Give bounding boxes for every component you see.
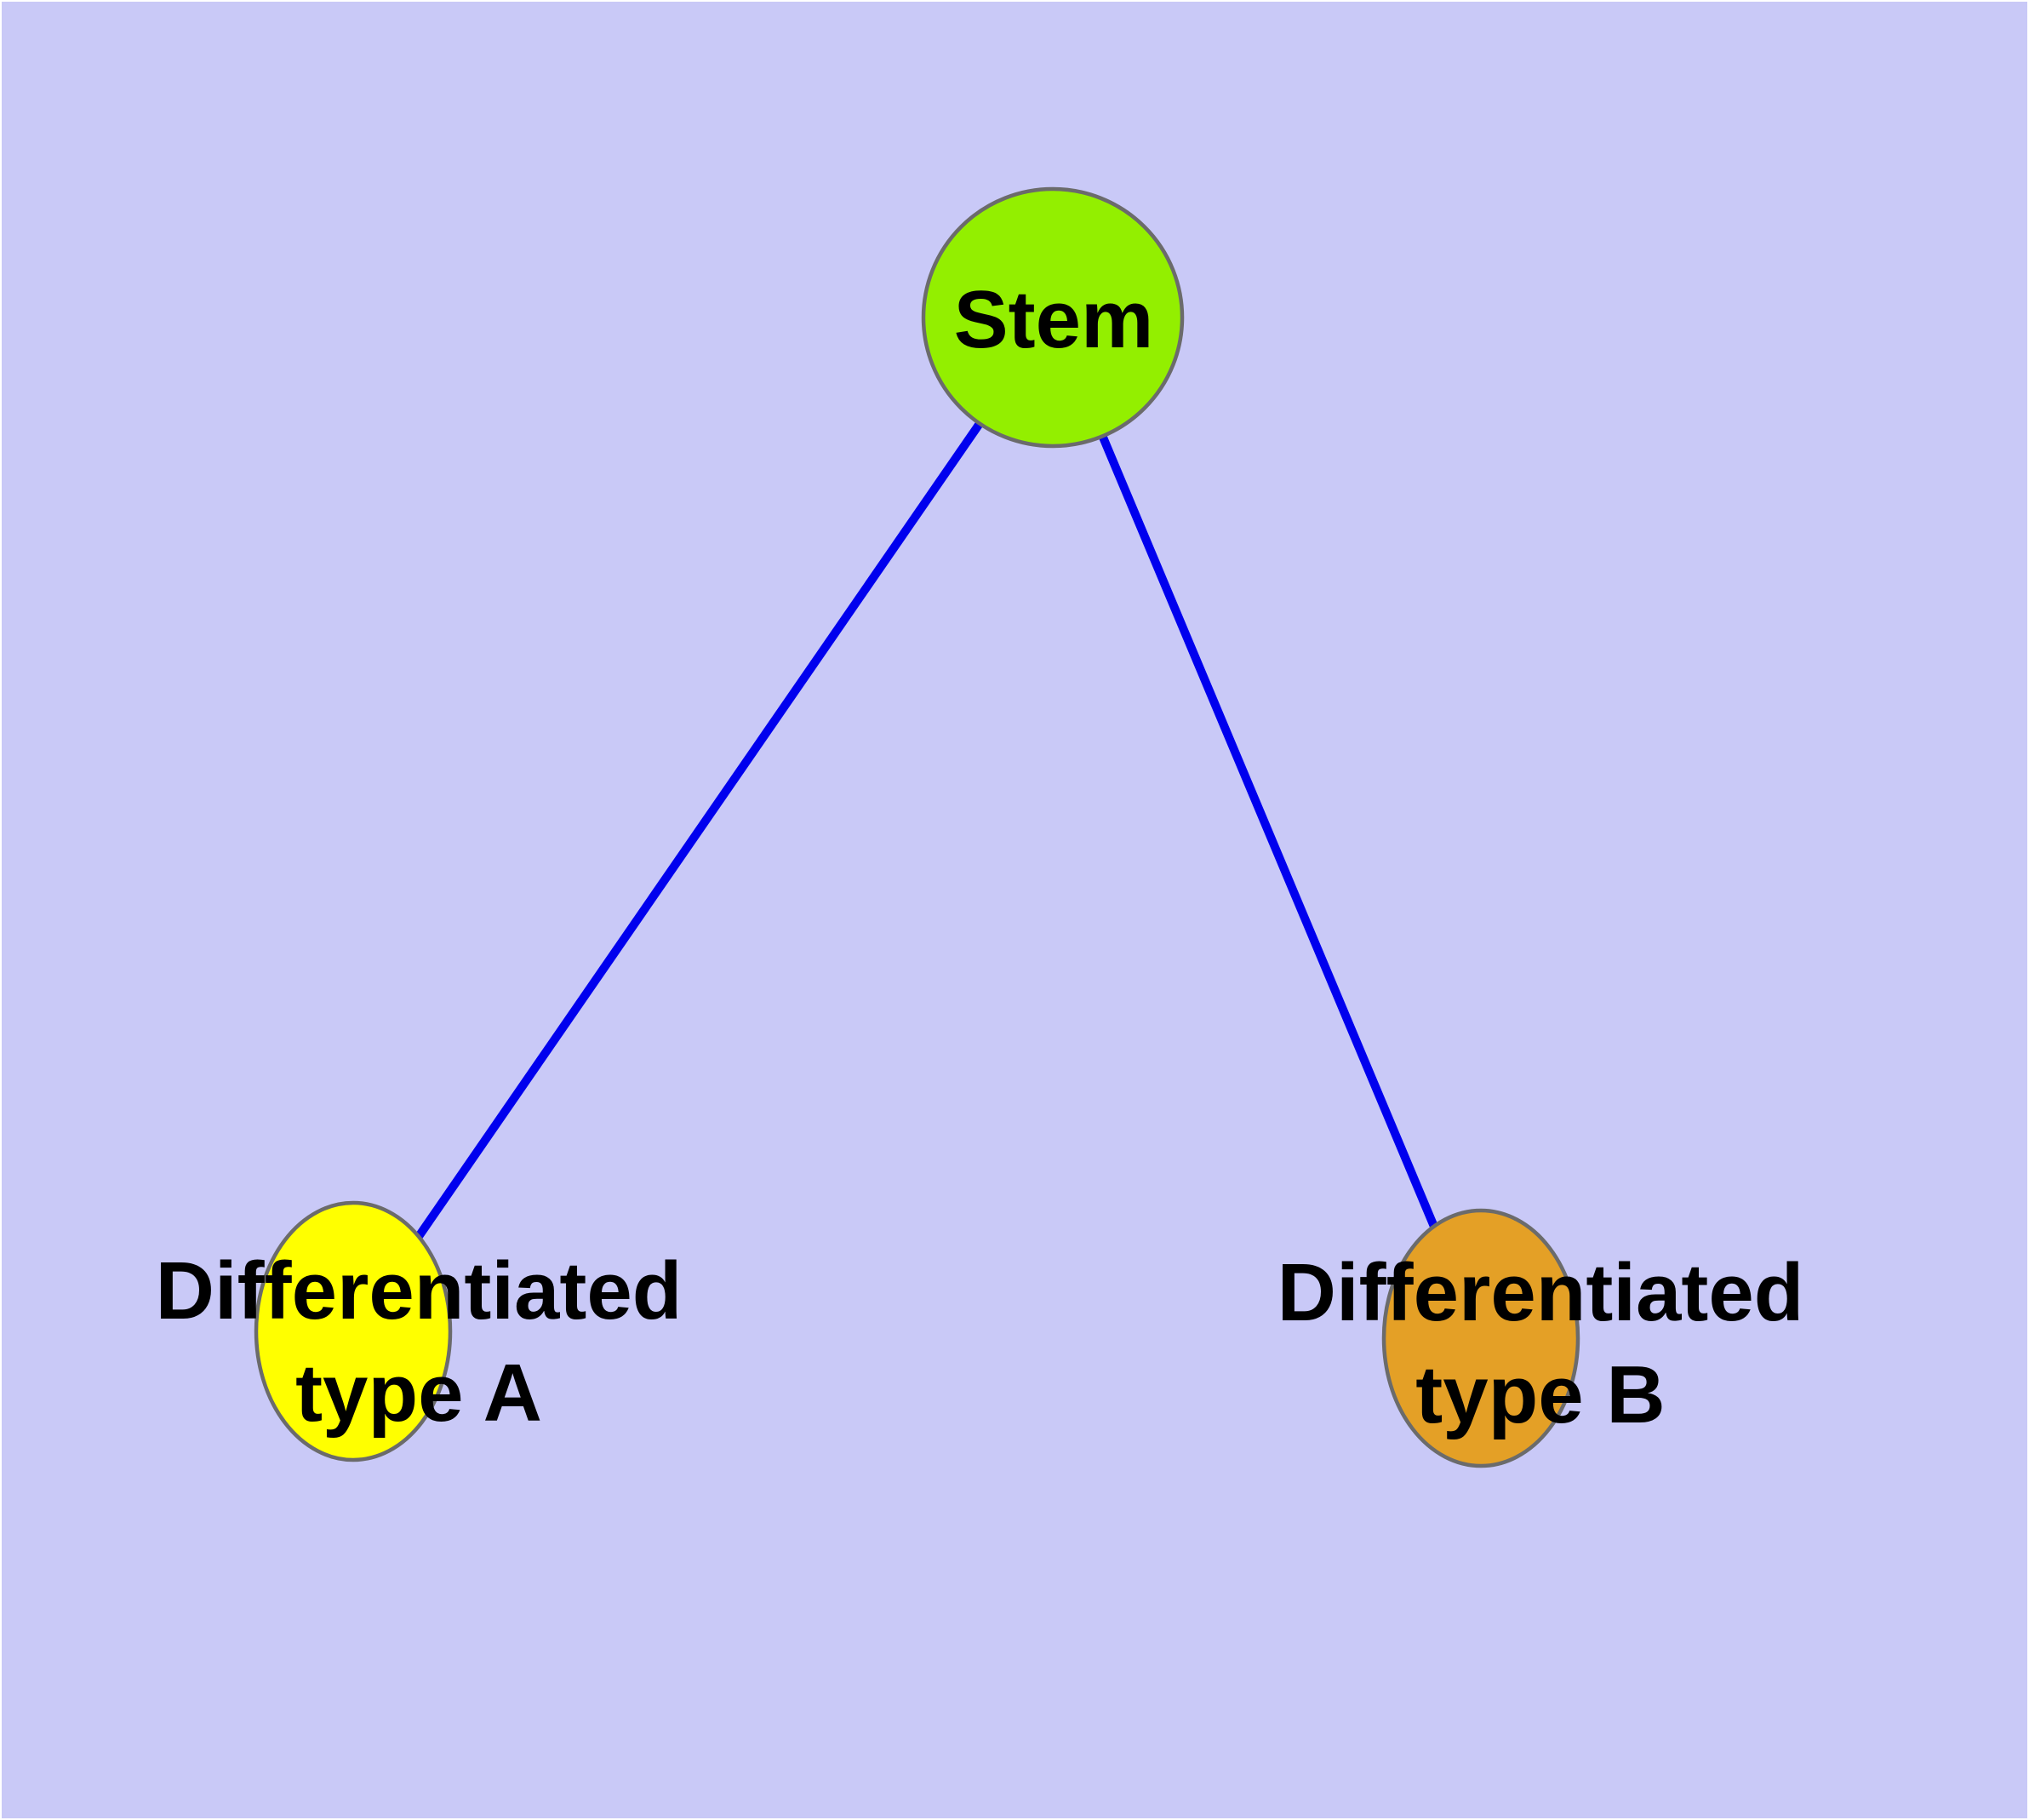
node-stem-shape bbox=[921, 186, 1185, 449]
node-type-a-shape bbox=[254, 1200, 453, 1462]
node-stem-label: Stem bbox=[953, 274, 1154, 365]
edge-stem-to-type-b bbox=[1049, 316, 1485, 1340]
node-type-b-label-line2: type B bbox=[1415, 1349, 1666, 1440]
node-type-b-label: Differentiated type B bbox=[1277, 1242, 1804, 1446]
edge-stem-to-type-a bbox=[349, 315, 1057, 1334]
node-type-a-label: Differentiated type A bbox=[156, 1240, 683, 1445]
node-type-b-label-line1: Differentiated bbox=[1277, 1247, 1804, 1338]
node-type-a-label-line1: Differentiated bbox=[155, 1245, 683, 1336]
node-type-a-label-line2: type A bbox=[295, 1348, 542, 1439]
node-type-b-shape bbox=[1381, 1208, 1580, 1468]
